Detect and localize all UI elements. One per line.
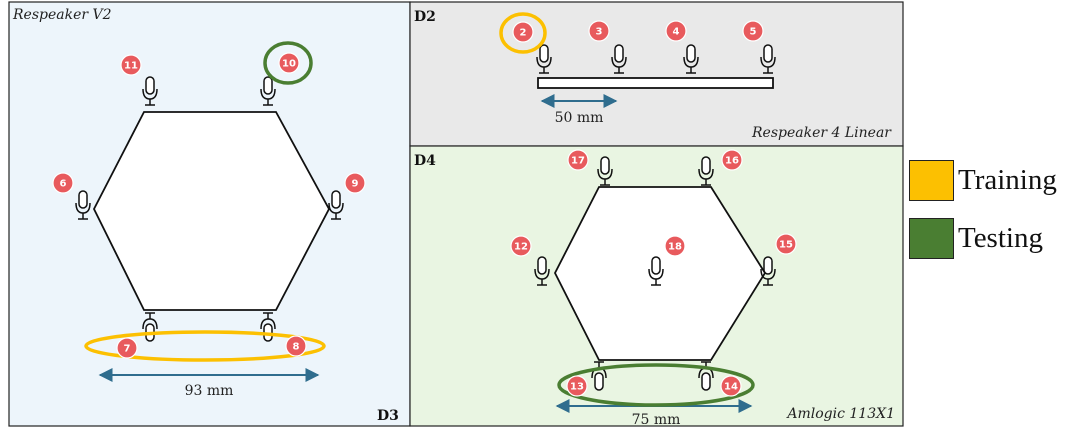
training-highlight-7-8 xyxy=(84,330,326,362)
microphone-icon xyxy=(597,156,613,186)
panel-left-title: Respeaker V2 xyxy=(12,7,112,23)
microphones xyxy=(75,44,776,391)
panel-left-dimension: 93 mm xyxy=(185,383,234,399)
microphone-icon xyxy=(260,76,276,106)
legend-swatch-testing xyxy=(909,218,954,259)
mic-number-badge: 3 xyxy=(588,20,610,42)
mic-number-label: 3 xyxy=(596,27,603,38)
panel-top-dimension: 50 mm xyxy=(555,110,604,126)
mic-number-label: 12 xyxy=(514,242,528,253)
microphone-icon xyxy=(142,76,158,106)
mic-number-badge: 17 xyxy=(567,149,589,171)
mic-number-label: 2 xyxy=(520,28,527,39)
mic-number-label: 4 xyxy=(673,27,680,38)
mic-number-label: 16 xyxy=(725,156,739,167)
mic-number-badge: 13 xyxy=(566,375,588,397)
panel-left-tag: D3 xyxy=(377,408,399,424)
amlogic-hexagon xyxy=(553,186,767,361)
mic-number-label: 6 xyxy=(60,179,67,190)
microphone-icon xyxy=(75,190,91,220)
mic-number-badge: 2 xyxy=(512,21,534,43)
testing-highlight-13-14 xyxy=(557,363,755,407)
panel-bottom-title: Amlogic 113X1 xyxy=(785,406,895,422)
mic-number-badge: 14 xyxy=(720,375,742,397)
microphone-icon xyxy=(760,256,776,286)
microphone-badges: 11 10 6 9 7 8 2 3 4 5 17 16 12 18 15 13 14 xyxy=(52,20,797,397)
legend-label-training: Training xyxy=(958,164,1057,196)
mic-number-badge: 12 xyxy=(510,235,532,257)
mic-number-label: 14 xyxy=(724,382,738,393)
mic-number-label: 9 xyxy=(352,179,359,190)
legend-testing: Testing xyxy=(909,218,1043,259)
legend-training: Training xyxy=(909,160,1057,201)
respeaker-v2-hexagon xyxy=(92,111,331,311)
mic-number-badge: 15 xyxy=(775,233,797,255)
microphone-icon xyxy=(534,256,550,286)
mic-number-label: 5 xyxy=(750,27,757,38)
microphone-icon xyxy=(683,44,699,74)
microphone-icon xyxy=(648,256,664,286)
mic-number-badge: 6 xyxy=(52,172,74,194)
panel-bottom-tag: D4 xyxy=(414,153,436,169)
microphone-icon xyxy=(611,44,627,74)
mic-number-label: 7 xyxy=(124,344,131,355)
microphone-icon xyxy=(328,190,344,220)
mic-number-badge: 9 xyxy=(344,172,366,194)
respeaker-linear-bar xyxy=(537,77,774,89)
microphone-icon xyxy=(760,44,776,74)
testing-highlight-10 xyxy=(263,41,313,85)
panel-respeaker-4-linear xyxy=(409,1,904,147)
mic-number-badge: 16 xyxy=(721,149,743,171)
mic-number-label: 10 xyxy=(282,59,296,70)
microphone-icon xyxy=(591,361,607,391)
microphone-icon xyxy=(536,44,552,74)
mic-number-label: 17 xyxy=(571,156,585,167)
panel-top-tag: D2 xyxy=(414,9,436,25)
mic-number-badge: 18 xyxy=(664,235,686,257)
mic-number-badge: 10 xyxy=(278,52,300,74)
mic-number-label: 18 xyxy=(668,242,682,253)
mic-number-label: 11 xyxy=(124,61,138,72)
mic-number-label: 15 xyxy=(779,240,793,251)
mic-number-badge: 4 xyxy=(665,20,687,42)
legend-label-testing: Testing xyxy=(958,222,1043,254)
mic-number-badge: 8 xyxy=(285,335,307,357)
mic-number-badge: 7 xyxy=(116,337,138,359)
mic-number-label: 13 xyxy=(570,382,584,393)
mic-number-badge: 5 xyxy=(742,20,764,42)
mic-number-badge: 11 xyxy=(120,54,142,76)
mic-number-label: 8 xyxy=(293,342,300,353)
panel-bottom-dimension: 75 mm xyxy=(632,412,681,428)
panel-top-title: Respeaker 4 Linear xyxy=(751,125,892,141)
training-highlight-2 xyxy=(499,12,547,54)
microphone-icon xyxy=(698,361,714,391)
microphone-icon xyxy=(698,156,714,186)
legend-swatch-training xyxy=(909,160,954,201)
